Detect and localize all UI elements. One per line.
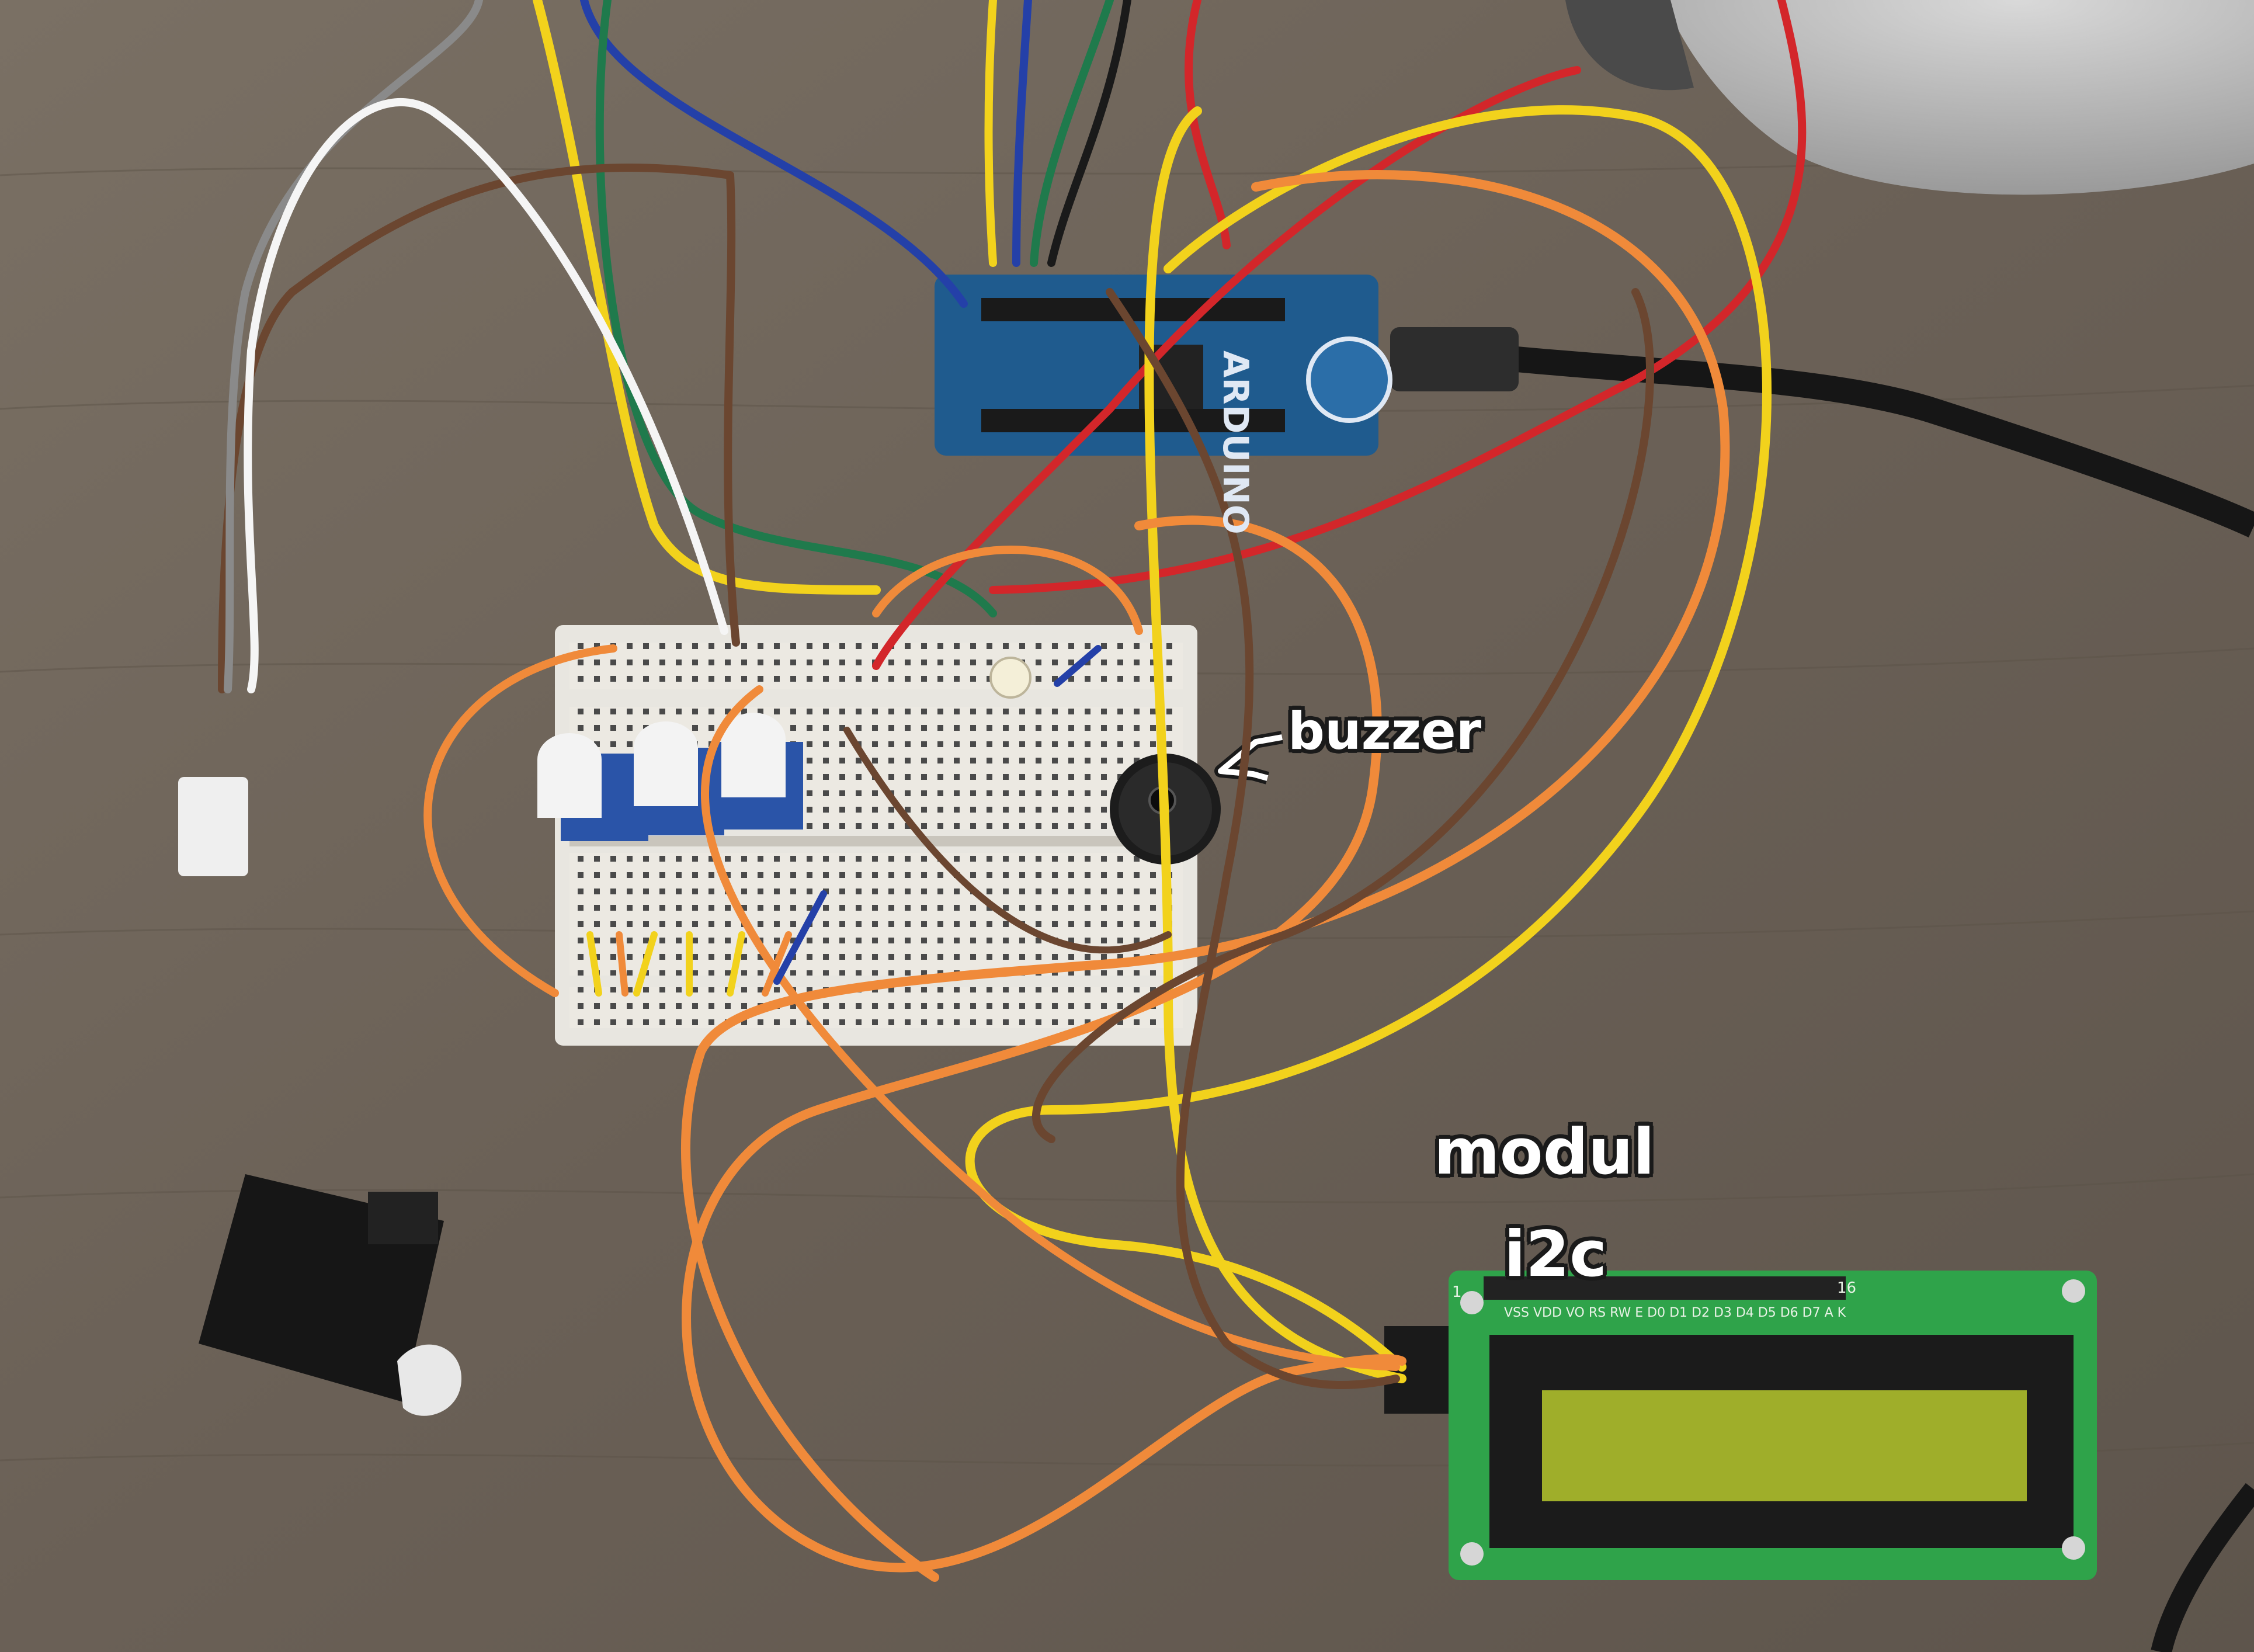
servo-connector [178,777,248,876]
potentiometers [537,713,803,841]
servo-motor [199,1174,461,1416]
lamp-shadow [1565,0,1694,91]
jumper-wires [218,0,1807,1582]
lcd-pin-end-label: 16 [1837,1279,1857,1297]
i2c-label: i2c [1504,1218,1607,1291]
breadboard [555,625,1197,1046]
callout-arrow-icon-inner [1218,734,1283,781]
lcd-module [1384,1271,2097,1580]
usb-plug [1390,327,1519,391]
lcd-pin-start-label: 1 [1452,1283,1462,1301]
usb-cable [1429,338,2254,537]
lcd-pin-labels: VSS VDD VO RS RW E D0 D1 D2 D3 D4 D5 D6 … [1504,1306,1846,1320]
cable-bottom-right [2151,1483,2254,1652]
lamp-base [1665,0,2254,195]
arduino-board [935,275,1392,456]
arduino-brand-silkscreen: ARDUINO [1215,350,1256,535]
modul-label: modul [1434,1116,1655,1189]
buzzer-label: buzzer [1288,701,1482,761]
short-jumpers [586,645,1102,997]
led [989,657,1032,699]
